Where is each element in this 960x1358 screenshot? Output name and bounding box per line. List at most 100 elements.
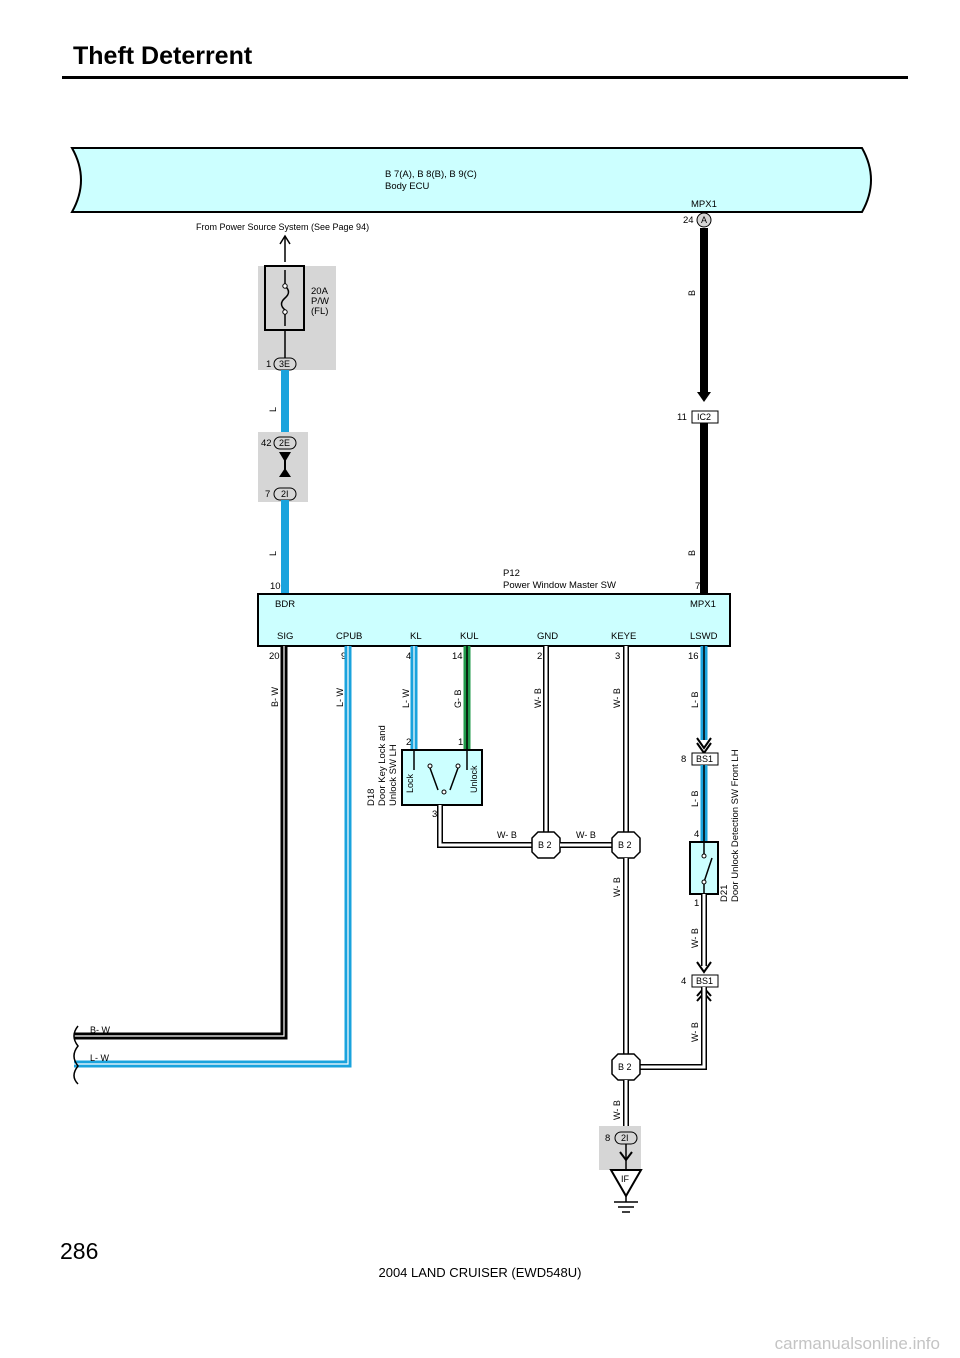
d18-name-line2: Unlock SW LH — [388, 744, 399, 806]
junction-bs1-top-label: BS1 — [696, 754, 713, 764]
wire-d18-wb — [437, 805, 532, 848]
junction-2i-bottom-label: 2I — [621, 1133, 629, 1143]
wire-cpub-lw — [74, 646, 352, 1068]
page-number: 286 — [60, 1238, 99, 1264]
d18-lock-contact — [429, 767, 439, 791]
pin-keye: 3 — [615, 651, 620, 662]
body-ecu-box — [70, 147, 872, 213]
d18-name-line1: Door Key Lock and — [377, 725, 388, 806]
wire-l-upper-label: L — [268, 407, 278, 412]
terminal-sig: SIG — [277, 631, 293, 642]
wire-ground-final-label: W- B — [612, 1100, 622, 1120]
power-source-note: From Power Source System (See Page 94) — [196, 222, 369, 232]
page-title: Theft Deterrent — [73, 42, 253, 70]
splice-b2-1 — [531, 831, 561, 859]
watermark: carmanualsonline.info — [774, 1334, 940, 1353]
junction-2i-label: 2I — [281, 489, 289, 499]
d21-pin-4: 4 — [694, 829, 699, 840]
junction-2i-bottom-pin: 8 — [605, 1133, 610, 1144]
d21-name: Door Unlock Detection SW Front LH — [730, 749, 741, 902]
master-switch-terminal-mpx1: MPX1 — [690, 599, 716, 610]
junction-bs1-bottom-label: BS1 — [696, 976, 713, 986]
footer: 2004 LAND CRUISER (EWD548U) — [378, 1265, 582, 1280]
d18-ref: D18 — [366, 789, 377, 806]
wire-keye-label: W- B — [612, 688, 622, 708]
fuse-junction-block — [258, 266, 336, 370]
wire-d18-wb-label: W- B — [497, 830, 517, 840]
wire-kl-label: L- W — [401, 688, 411, 708]
d21-pin-1: 1 — [694, 898, 699, 909]
splice-b2-2-label: B 2 — [618, 840, 632, 850]
junction-2e — [273, 436, 297, 450]
wire-sig-label: B- W — [270, 686, 280, 707]
wire-bs1-wb-label: W- B — [690, 1022, 700, 1042]
fuse-name: P/W — [311, 296, 329, 307]
splice-b2-1-label: B 2 — [538, 840, 552, 850]
fuse-rating: 20A — [311, 286, 329, 297]
wire-b-lower-label: B — [687, 550, 697, 556]
ground-point-label: IF — [621, 1174, 630, 1184]
wire-cpub-label: L- W — [335, 687, 345, 707]
wire-trunk-label: W- B — [612, 877, 622, 897]
junction-ic2-label: IC2 — [697, 412, 711, 422]
pin-cpub: 9 — [341, 651, 346, 662]
junction-2e-label: 2E — [279, 438, 290, 448]
fuse-pin: 1 — [266, 359, 271, 370]
master-switch-box — [257, 593, 731, 647]
junction-2i-pin: 7 — [265, 489, 270, 500]
body-ecu-ref: B 7(A), B 8(B), B 9(C) — [385, 169, 477, 180]
splice-b2-2 — [611, 831, 641, 859]
d18-pin-2: 2 — [406, 737, 411, 748]
pin-gnd: 2 — [537, 651, 542, 662]
wire-l-lower-label: L — [268, 551, 278, 556]
fuse-location: (FL) — [311, 306, 328, 317]
body-ecu-connector-label: A — [701, 215, 707, 225]
fuse-connector-label: 3E — [279, 359, 290, 369]
terminal-kl: KL — [410, 631, 422, 642]
body-ecu-name: Body ECU — [385, 181, 429, 192]
d18-pin-3: 3 — [432, 809, 437, 820]
body-ecu-terminal: MPX1 — [691, 199, 717, 210]
d21-ref: D21 — [719, 885, 730, 902]
master-switch-ref: P12 — [503, 568, 520, 579]
title-rule — [62, 76, 908, 79]
wire-sig-bw — [74, 646, 288, 1040]
body-ecu-pin: 24 — [683, 215, 694, 226]
splice-b2-3-label: B 2 — [618, 1062, 632, 1072]
master-switch-name: Power Window Master SW — [503, 580, 616, 591]
master-switch-terminal-bdr: BDR — [275, 599, 295, 610]
d18-unlock-contact — [449, 767, 459, 791]
junction-ic2-pin: 11 — [677, 412, 687, 423]
master-switch-pin-mpx1: 7 — [695, 581, 700, 592]
junction-bs1-bottom-pin: 4 — [681, 976, 686, 987]
pin-kl: 4 — [406, 651, 411, 662]
wire-lswd-label: L- B — [690, 691, 700, 708]
terminal-kul: KUL — [460, 631, 478, 642]
terminal-keye: KEYE — [611, 631, 636, 642]
d18-pin-1: 1 — [458, 737, 463, 748]
body-ecu-connector — [696, 212, 712, 228]
pin-kul: 14 — [452, 651, 463, 662]
wire-d21-wb-label: W- B — [690, 928, 700, 948]
terminal-gnd: GND — [537, 631, 558, 642]
pin-sig: 20 — [269, 651, 280, 662]
junction-2e-pin: 42 — [261, 438, 272, 449]
d18-unlock-label: Unlock — [469, 765, 479, 793]
wire-b-upper-label: B — [687, 290, 697, 296]
d21-contact — [703, 857, 713, 883]
splice-b2-3 — [611, 1053, 641, 1081]
d18-lock-label: Lock — [405, 773, 415, 793]
wire-gnd-label: W- B — [533, 688, 543, 708]
wire-end-bracket — [73, 1025, 79, 1085]
wire-splice-link-label: W- B — [576, 830, 596, 840]
wire-lw-left-label: L- W — [90, 1053, 110, 1063]
fuse-element — [280, 270, 290, 326]
wire-bw-left-label: B- W — [90, 1025, 111, 1035]
wire-kul-label: G- B — [453, 689, 463, 708]
ground-point-if — [609, 1169, 643, 1199]
wire-lswd-lower-label: L- B — [690, 790, 700, 807]
d18-switch-box — [401, 749, 483, 806]
master-switch-pin-bdr: 10 — [270, 581, 281, 592]
terminal-lswd: LSWD — [690, 631, 718, 642]
